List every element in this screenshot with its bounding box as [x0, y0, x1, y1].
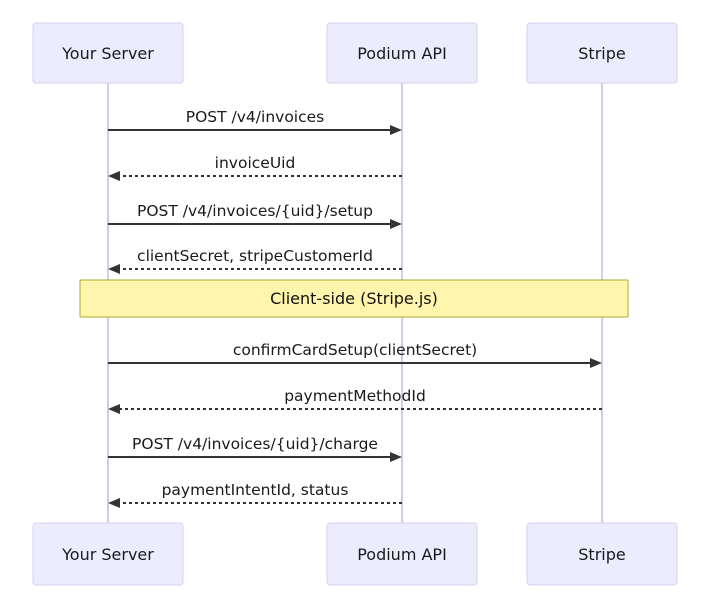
- actor-top-stripe: Stripe: [526, 22, 678, 84]
- arrowhead-right-icon: [390, 452, 402, 462]
- note-box: [79, 279, 629, 318]
- actor-bottom-podium-api: Podium API: [326, 522, 478, 586]
- message-payment-method-id: paymentMethodId: [108, 387, 602, 414]
- actor-top-your-server: Your Server: [32, 22, 184, 84]
- message-label: confirmCardSetup(clientSecret): [233, 341, 477, 359]
- actor-box: [32, 522, 184, 586]
- actor-label: Podium API: [357, 44, 447, 63]
- arrowhead-right-icon: [390, 125, 402, 135]
- arrowhead-right-icon: [590, 358, 602, 368]
- arrowhead-left-icon: [108, 171, 120, 181]
- message-payment-intent-id: paymentIntentId, status: [108, 481, 402, 508]
- note-label: Client-side (Stripe.js): [270, 289, 438, 308]
- message-post-invoices-setup: POST /v4/invoices/{uid}/setup: [108, 202, 402, 229]
- message-label: clientSecret, stripeCustomerId: [137, 247, 373, 265]
- message-label: POST /v4/invoices/{uid}/setup: [137, 202, 373, 220]
- message-label: POST /v4/invoices: [186, 108, 325, 126]
- actor-label: Stripe: [578, 44, 625, 63]
- message-invoice-uid: invoiceUid: [108, 154, 402, 181]
- message-label: invoiceUid: [215, 154, 296, 172]
- message-post-invoices-charge: POST /v4/invoices/{uid}/charge: [108, 435, 402, 462]
- message-client-secret: clientSecret, stripeCustomerId: [108, 247, 402, 274]
- actor-box: [526, 22, 678, 84]
- actor-bottom-your-server: Your Server: [32, 522, 184, 586]
- actor-label: Your Server: [61, 44, 154, 63]
- arrowhead-left-icon: [108, 264, 120, 274]
- arrowhead-left-icon: [108, 498, 120, 508]
- actor-label: Stripe: [578, 545, 625, 564]
- message-label: paymentIntentId, status: [162, 481, 349, 499]
- actor-box: [526, 522, 678, 586]
- actor-label: Your Server: [61, 545, 154, 564]
- actor-bottom-stripe: Stripe: [526, 522, 678, 586]
- message-post-invoices: POST /v4/invoices: [108, 108, 402, 135]
- actor-box: [326, 522, 478, 586]
- actor-top-podium-api: Podium API: [326, 22, 478, 84]
- actor-box: [326, 22, 478, 84]
- arrowhead-right-icon: [390, 219, 402, 229]
- message-label: POST /v4/invoices/{uid}/charge: [132, 435, 378, 453]
- actor-label: Podium API: [357, 545, 447, 564]
- message-label: paymentMethodId: [284, 387, 426, 405]
- arrowhead-left-icon: [108, 404, 120, 414]
- message-confirm-card-setup: confirmCardSetup(clientSecret): [108, 341, 602, 368]
- note-client-side: Client-side (Stripe.js): [79, 279, 629, 318]
- actor-box: [32, 22, 184, 84]
